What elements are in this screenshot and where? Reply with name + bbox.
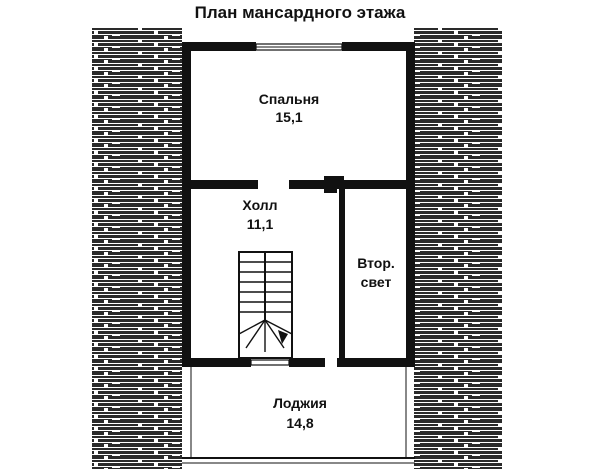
staircase (238, 251, 293, 359)
second-light-name-line1: Втор. (357, 255, 395, 271)
top-window (255, 43, 343, 51)
loggia-outline (182, 367, 415, 464)
second-light-partition (337, 189, 345, 358)
outer-walls (182, 42, 415, 367)
roof-right (414, 28, 502, 469)
bedroom-name: Спальня (259, 91, 319, 107)
bottom-window (250, 359, 290, 366)
roof-left (92, 28, 182, 469)
second-light-name-line2: свет (361, 274, 392, 290)
bedroom-hall-partition (182, 176, 415, 193)
hall-area: 11,1 (247, 216, 274, 232)
loggia-area: 14,8 (286, 415, 313, 431)
bedroom-area: 15,1 (275, 109, 302, 125)
hall-name: Холл (242, 197, 277, 213)
loggia-name: Лоджия (273, 395, 327, 411)
plan-title: План мансардного этажа (195, 3, 406, 22)
